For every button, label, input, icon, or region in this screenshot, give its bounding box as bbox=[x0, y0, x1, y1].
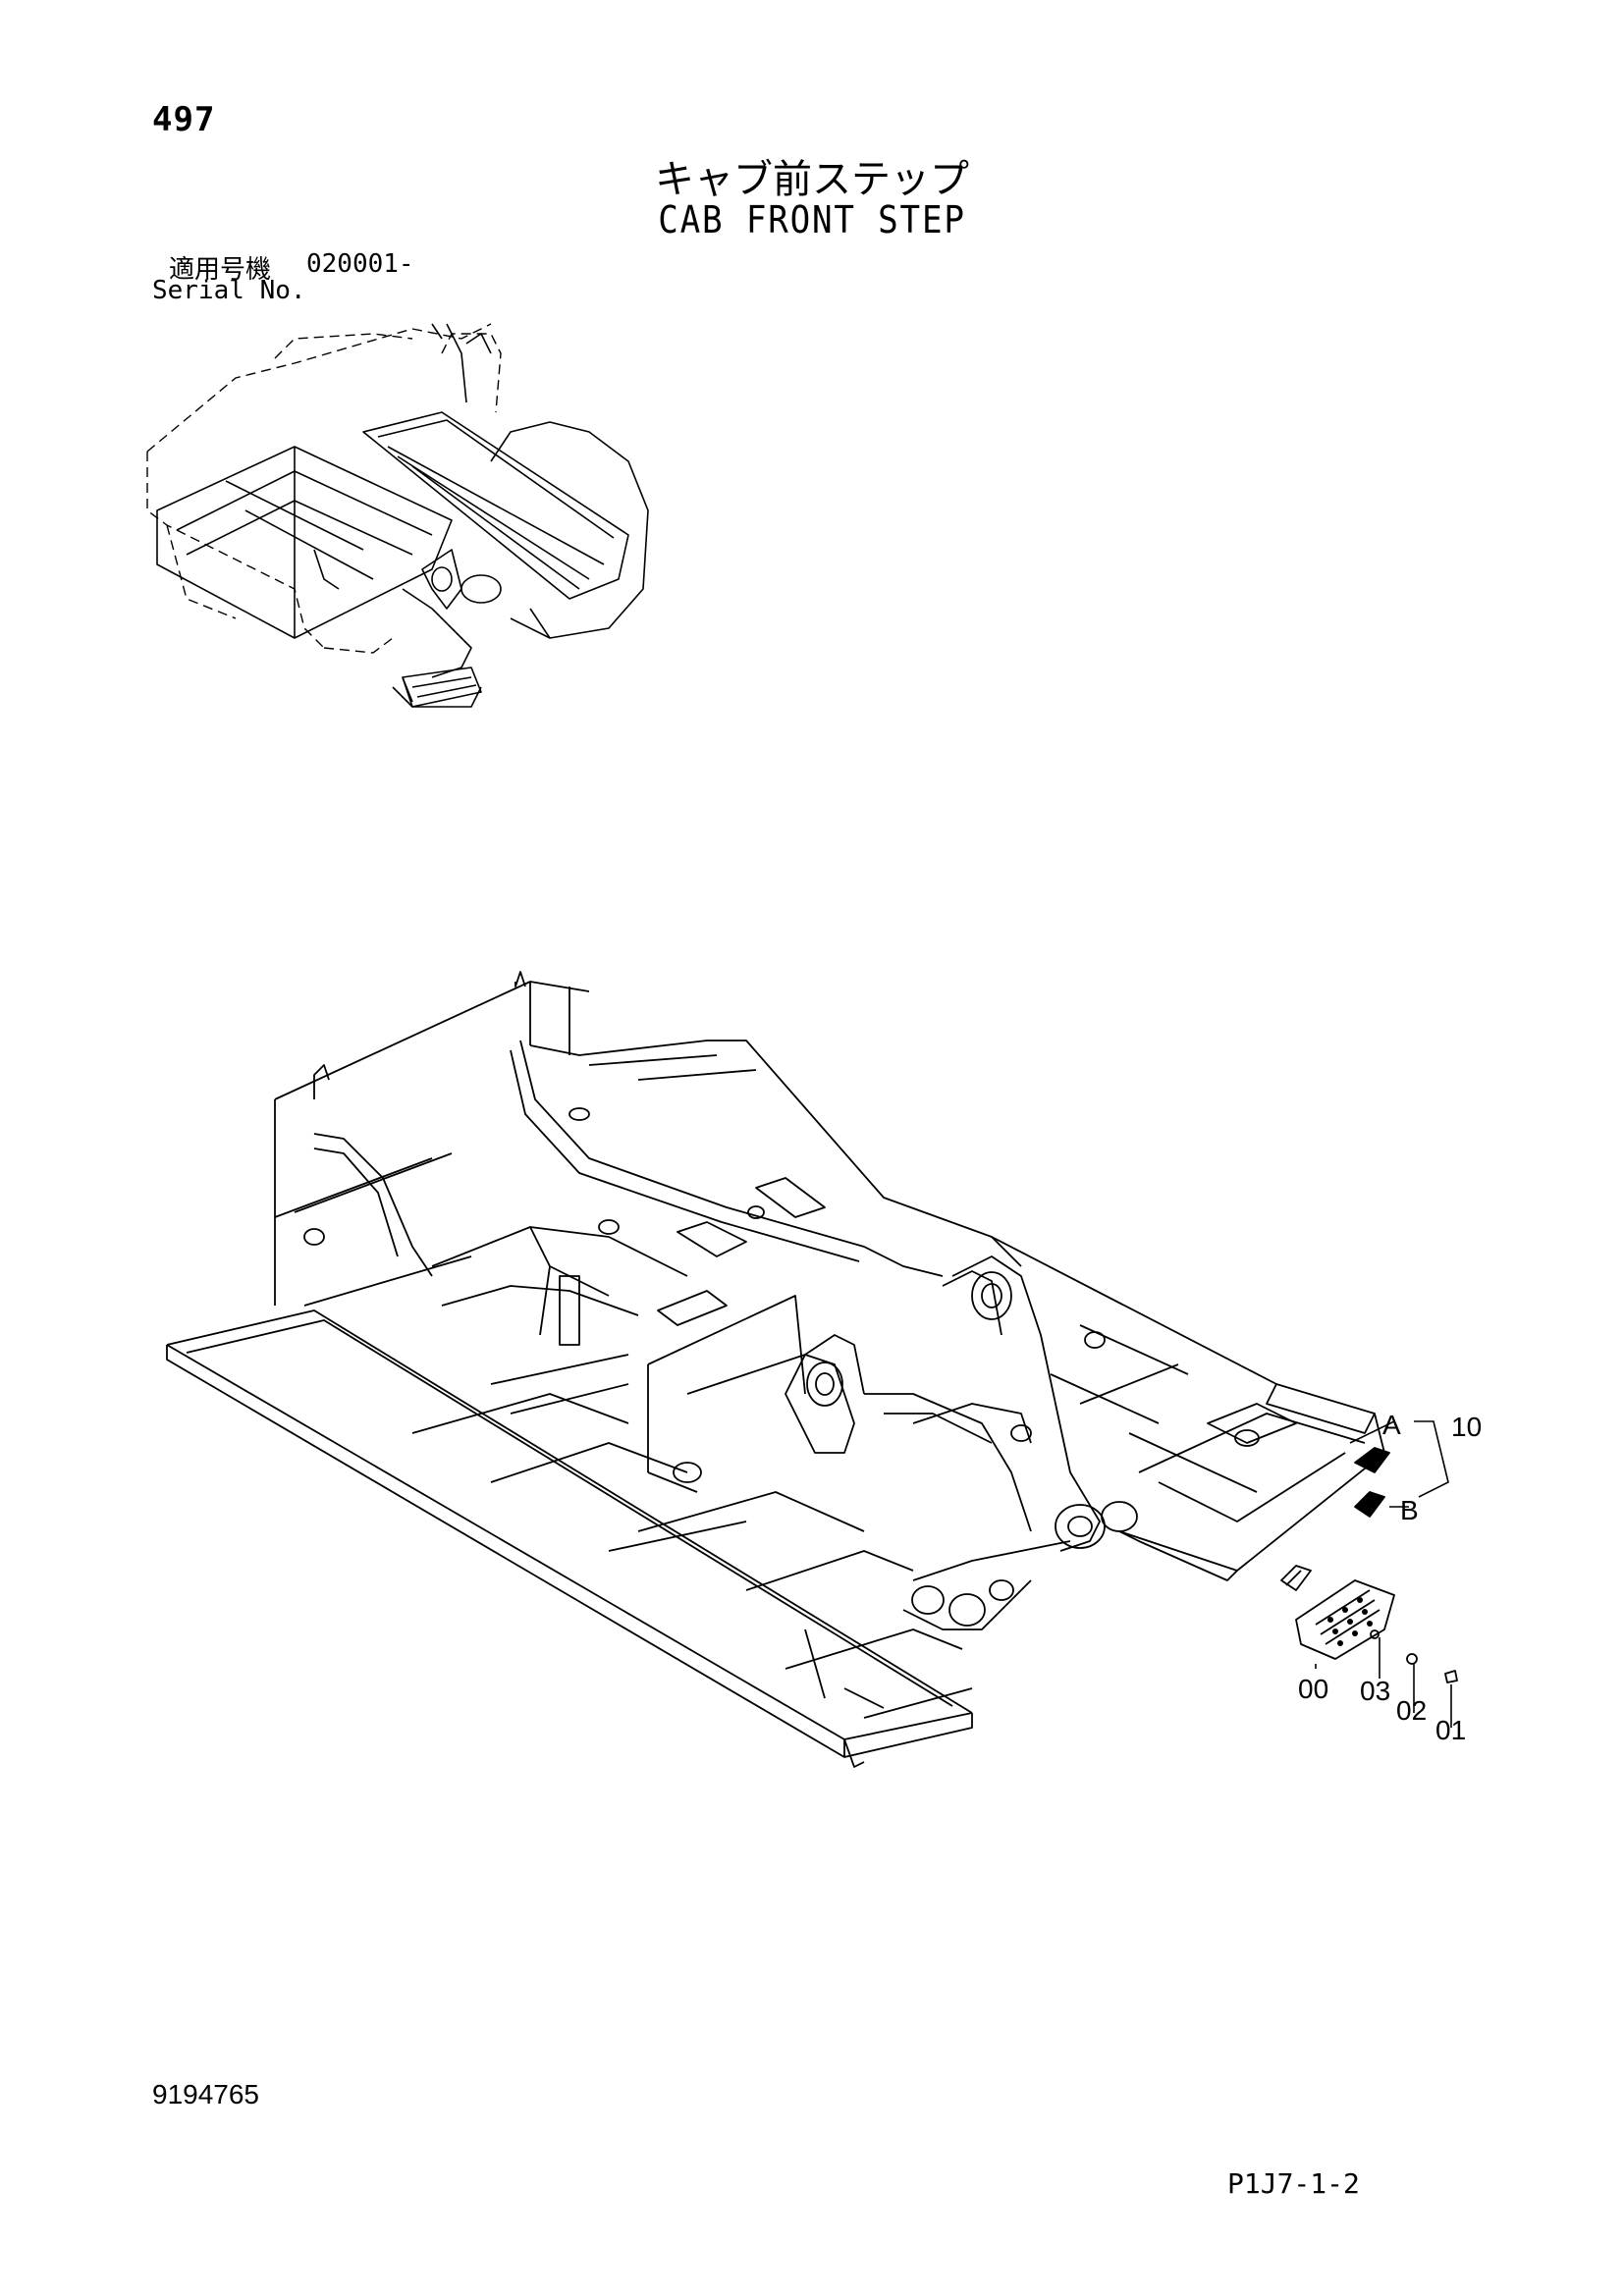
leader-lines bbox=[1315, 1420, 1452, 1728]
overview-thumbnail bbox=[146, 323, 649, 708]
document-number: 9194765 bbox=[152, 2079, 260, 2109]
callout-10: 10 bbox=[1451, 1412, 1482, 1442]
exploded-parts bbox=[1280, 1447, 1458, 1683]
callout-a: A bbox=[1382, 1410, 1401, 1440]
revolving-frame bbox=[166, 971, 1385, 1768]
callout-b: B bbox=[1400, 1495, 1419, 1525]
title-japanese: キャブ前ステップ bbox=[655, 157, 969, 202]
serial-value: 020001- bbox=[306, 249, 414, 279]
callout-02: 02 bbox=[1396, 1695, 1427, 1726]
title-english: CAB FRONT STEP bbox=[658, 198, 966, 241]
page-number: 497 bbox=[152, 100, 216, 139]
callout-00: 00 bbox=[1298, 1674, 1328, 1704]
callout-03: 03 bbox=[1360, 1676, 1390, 1706]
serial-label-japanese: 適用号機 bbox=[169, 255, 272, 285]
page-code: P1J7-1-2 bbox=[1227, 2167, 1360, 2200]
serial-label-english: Serial No. bbox=[152, 276, 306, 305]
callout-01: 01 bbox=[1435, 1715, 1466, 1745]
